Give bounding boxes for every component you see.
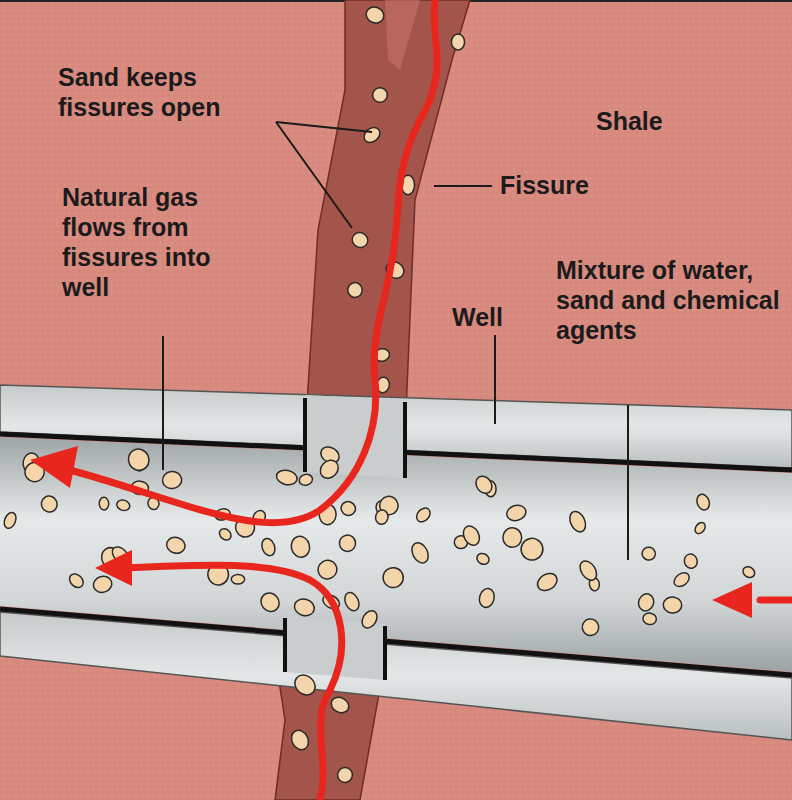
callout-label: Shale bbox=[596, 106, 736, 136]
perforation-edge bbox=[283, 618, 287, 672]
callout-label: Well bbox=[452, 302, 552, 332]
callout-label: Fissure bbox=[500, 170, 640, 200]
fissure-branch bbox=[385, 0, 420, 70]
callout-label: Sand keeps fissures open bbox=[58, 62, 278, 122]
casing-edge bbox=[0, 609, 792, 675]
callout-label: Mixture of water, sand and chemical agen… bbox=[556, 255, 781, 345]
perforation-edge bbox=[303, 398, 307, 472]
well-casing bbox=[0, 612, 792, 740]
perforation-edge bbox=[383, 626, 387, 680]
gas-arrowhead bbox=[30, 446, 752, 618]
perforation-edge bbox=[403, 402, 407, 478]
fissure bbox=[305, 0, 470, 435]
sand-grains bbox=[2, 4, 757, 785]
callout-label: Natural gas flows from fissures into wel… bbox=[62, 182, 247, 302]
